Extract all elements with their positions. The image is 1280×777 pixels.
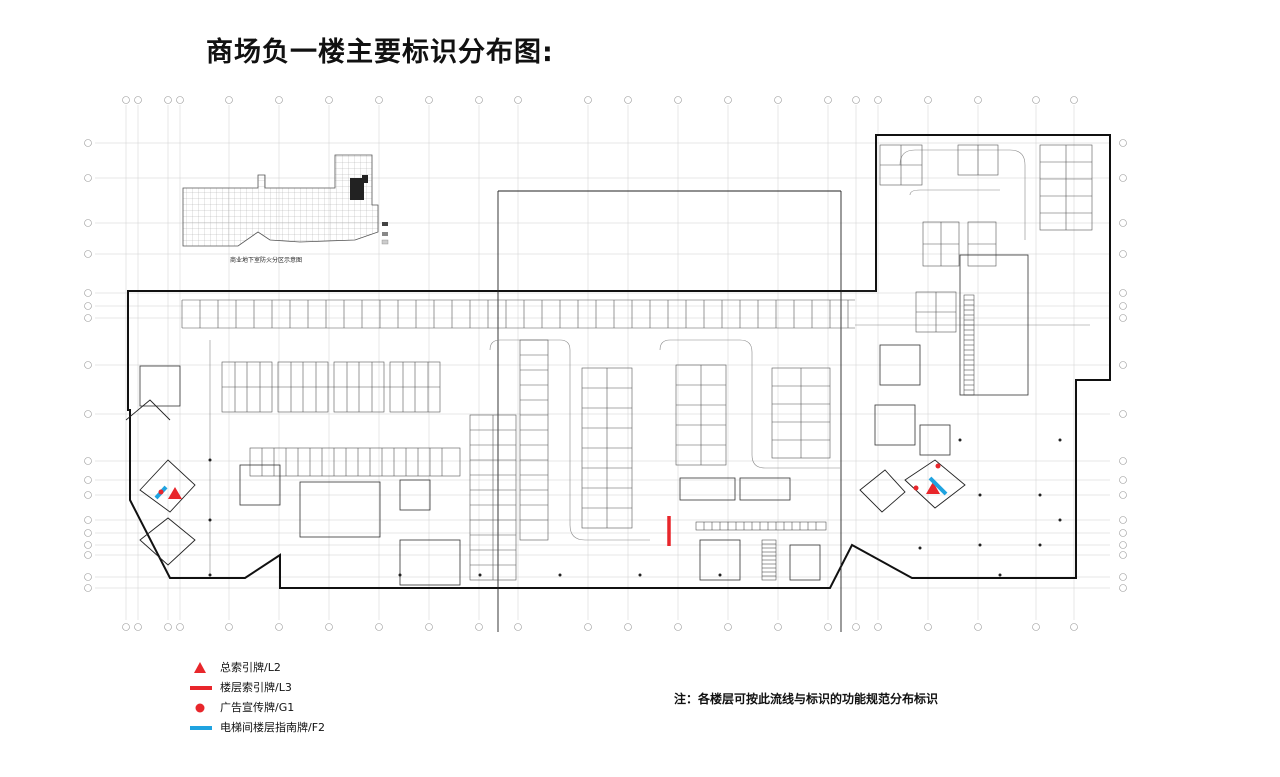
red-dot-icon bbox=[195, 703, 205, 713]
elevator-guide-sign-right bbox=[928, 476, 948, 496]
floor-plan bbox=[84, 96, 1127, 632]
ad-sign-right-2 bbox=[913, 485, 919, 491]
page-title: 商场负一楼主要标识分布图: bbox=[206, 37, 554, 68]
zone-boundaries bbox=[497, 190, 876, 632]
blue-bar-icon bbox=[190, 726, 212, 730]
ad-sign-right-1 bbox=[935, 463, 941, 469]
signage-markers bbox=[154, 463, 948, 546]
red-triangle-icon bbox=[194, 662, 206, 673]
main-directory-sign-left bbox=[168, 487, 182, 499]
rooms bbox=[139, 254, 1029, 586]
elevator-lobby-right bbox=[859, 459, 966, 513]
elevator-lobby-left bbox=[125, 399, 196, 566]
escalators bbox=[695, 294, 975, 581]
red-bar-icon bbox=[190, 686, 212, 690]
legend-label: 楼层索引牌/L3 bbox=[220, 681, 292, 694]
fire-zone-inset bbox=[182, 154, 389, 247]
footnote: 注：各楼层可按此流线与标识的功能规范分布标识 bbox=[674, 692, 939, 706]
main-directory-sign-right bbox=[926, 482, 940, 494]
legend-label: 总索引牌/L2 bbox=[220, 661, 281, 674]
parking-stalls bbox=[181, 144, 1093, 581]
ad-sign-left bbox=[158, 489, 164, 495]
inset-caption: 商业地下室防火分区示意图 bbox=[230, 257, 303, 264]
legend-label: 广告宣传牌/G1 bbox=[220, 701, 295, 714]
grid-bubbles bbox=[84, 96, 1127, 631]
legend-label: 电梯间楼层指南牌/F2 bbox=[220, 721, 326, 734]
grid-lines-vertical bbox=[125, 105, 1075, 620]
structural-columns bbox=[208, 438, 1062, 577]
